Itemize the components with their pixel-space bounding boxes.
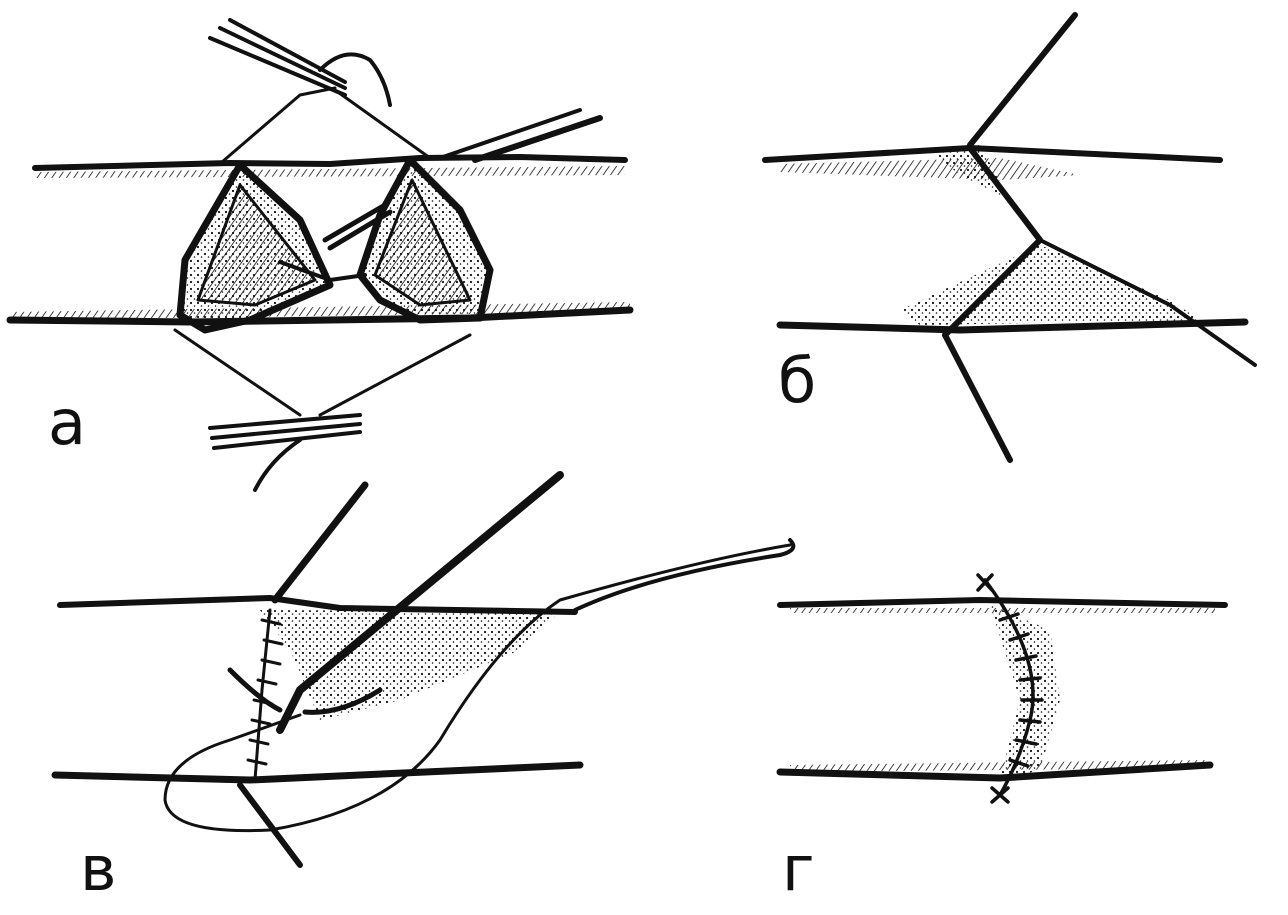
panel-label-v: в [80, 832, 117, 905]
lower-clamp [208, 413, 362, 492]
panel-label-a: а [48, 386, 86, 459]
needle-holder-outline [573, 538, 796, 612]
upper-clamp [208, 18, 392, 107]
left-flap [176, 161, 334, 334]
vessel-wall-upper [32, 154, 628, 171]
stipple-area [990, 605, 1060, 780]
vessel-wall-lower [51, 761, 584, 784]
completed-suture [976, 573, 1044, 804]
junction-line-upper [967, 145, 1043, 243]
vessel-wall-upper [57, 595, 578, 615]
panel-label-g: г [782, 832, 815, 905]
stipple-area [900, 245, 1200, 325]
stay-thread-bottom [237, 782, 303, 868]
panel-label-b: б [778, 344, 817, 417]
vessel-wall-lower [6, 306, 634, 326]
stipple-area [260, 610, 560, 720]
panel-b [762, 12, 1257, 463]
vessel-wall-upper-hatch [35, 166, 625, 178]
panel-v [51, 471, 796, 868]
lower-stay-thread-left [173, 328, 302, 417]
upper-stay-thread-left [220, 86, 337, 164]
right-flap [356, 156, 494, 324]
inner-forceps [322, 202, 393, 251]
thread-loop [163, 543, 792, 833]
stipple-area-upper [930, 145, 1010, 200]
vessel-wall-lower [776, 761, 1214, 782]
vessel-wall-upper-hatch [780, 158, 1080, 180]
stay-thread-bottom [942, 332, 1013, 463]
junction-line-right [1038, 238, 1257, 367]
vessel-wall-lower-hatch [790, 760, 1210, 772]
needle-holder-right [276, 471, 564, 734]
vessel-wall-upper [762, 145, 1223, 163]
forceps [227, 667, 383, 715]
right-clamp [438, 108, 603, 163]
panel-g [776, 573, 1228, 804]
running-suture [246, 608, 284, 782]
junction-line-lower [942, 237, 1043, 338]
panel-a [6, 18, 634, 492]
lower-stay-thread-right [318, 333, 472, 417]
mid-thread [278, 260, 367, 282]
vessel-wall-upper [777, 597, 1228, 608]
needle-holder-left [271, 481, 369, 604]
stay-thread-top [967, 12, 1078, 148]
vessel-wall-lower [776, 318, 1249, 334]
upper-stay-thread-right [333, 88, 432, 160]
